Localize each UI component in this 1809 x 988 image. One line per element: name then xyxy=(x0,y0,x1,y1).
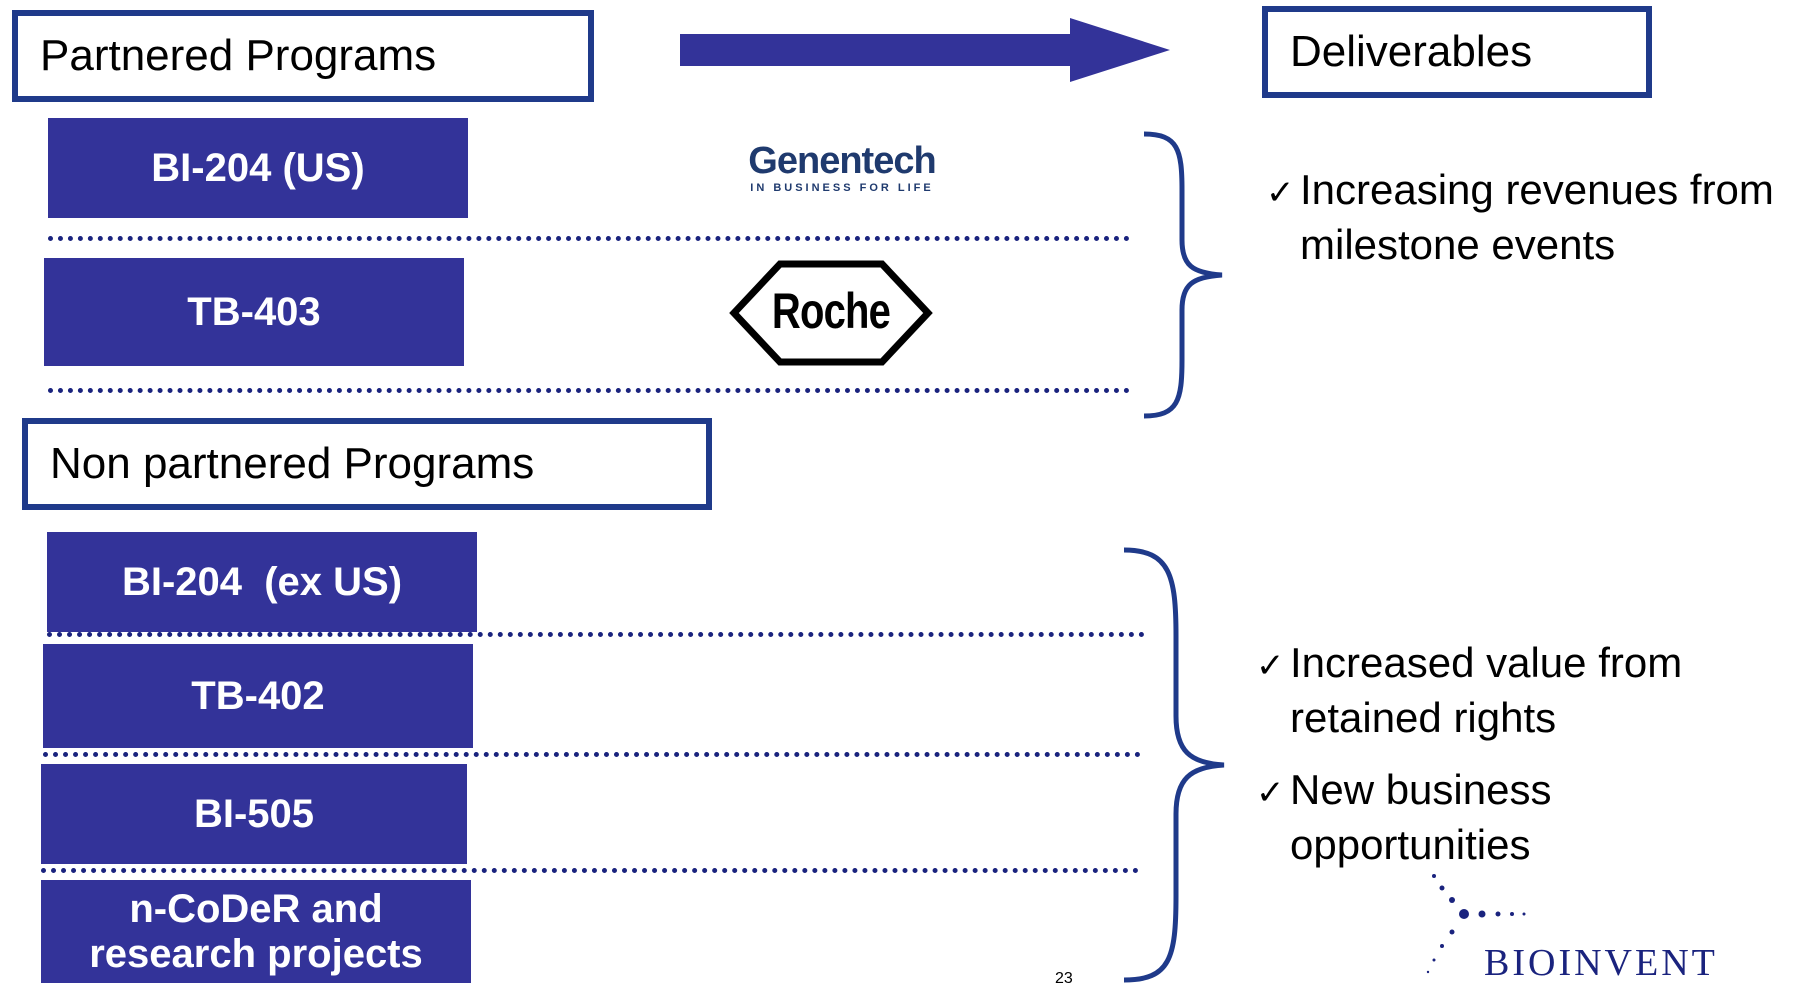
deliverable-text-line1: Increasing revenues from xyxy=(1300,166,1774,213)
bioinvent-dots-icon xyxy=(1426,874,1526,974)
non-partnered-programs-title: Non partnered Programs xyxy=(50,439,535,488)
deliverable-text-line1: New business xyxy=(1290,766,1552,813)
check-icon: ✓ xyxy=(1256,773,1285,813)
deliverable-item: ✓Increased value from retained rights xyxy=(1256,637,1796,744)
divider-line xyxy=(48,236,1130,241)
brace-partnered xyxy=(1143,131,1223,419)
check-icon: ✓ xyxy=(1256,646,1285,686)
program-label: BI-204 (US) xyxy=(151,145,365,190)
divider-line xyxy=(48,388,1130,393)
program-tb403: TB-403 xyxy=(44,258,464,366)
deliverable-text-line2: opportunities xyxy=(1290,821,1531,868)
page-number: 23 xyxy=(1055,970,1073,987)
deliverable-text-line2: retained rights xyxy=(1290,694,1557,741)
arrow-right-icon xyxy=(680,18,1170,82)
divider-line xyxy=(43,752,1141,757)
partnered-programs-header: Partnered Programs xyxy=(12,10,594,102)
deliverables-header: Deliverables xyxy=(1262,6,1652,98)
program-label: BI-505 xyxy=(193,791,315,836)
program-bi204-ex-us: BI-204 (ex US) xyxy=(47,532,477,632)
genentech-tagline: IN BUSINESS FOR LIFE xyxy=(750,182,934,194)
divider-line xyxy=(47,632,1145,637)
program-label-line1: n-CoDeR and xyxy=(129,886,383,931)
program-n-coder: n-CoDeR and research projects xyxy=(41,880,471,983)
genentech-logo: Genentech IN BUSINESS FOR LIFE xyxy=(732,142,952,194)
deliverable-item: ✓New business opportunities xyxy=(1256,764,1796,871)
non-partnered-programs-header: Non partnered Programs xyxy=(22,418,712,510)
roche-logo xyxy=(729,260,933,366)
bioinvent-logo: BIOINVENT xyxy=(1484,944,1718,982)
roche-name: Roche xyxy=(771,283,891,339)
bioinvent-logo-part1: BIO xyxy=(1484,942,1559,984)
partnered-programs-title: Partnered Programs xyxy=(40,31,437,80)
program-label: TB-402 xyxy=(191,673,325,718)
program-label-line2: research projects xyxy=(89,931,423,976)
divider-line xyxy=(41,868,1139,873)
deliverables-title: Deliverables xyxy=(1290,27,1533,76)
deliverable-text-line1: Increased value from xyxy=(1290,639,1683,686)
check-icon: ✓ xyxy=(1266,173,1295,213)
deliverable-item: ✓Increasing revenues from milestone even… xyxy=(1266,164,1806,271)
bioinvent-logo-part2: INVENT xyxy=(1558,942,1718,984)
program-bi505: BI-505 xyxy=(41,764,467,864)
program-label: TB-403 xyxy=(187,289,321,334)
program-tb402: TB-402 xyxy=(43,644,473,748)
deliverable-text-line2: milestone events xyxy=(1300,221,1616,268)
brace-non-partnered xyxy=(1123,547,1225,983)
program-bi204-us: BI-204 (US) xyxy=(48,118,468,218)
program-label: BI-204 (ex US) xyxy=(121,559,403,604)
genentech-name: Genentech xyxy=(748,140,936,182)
